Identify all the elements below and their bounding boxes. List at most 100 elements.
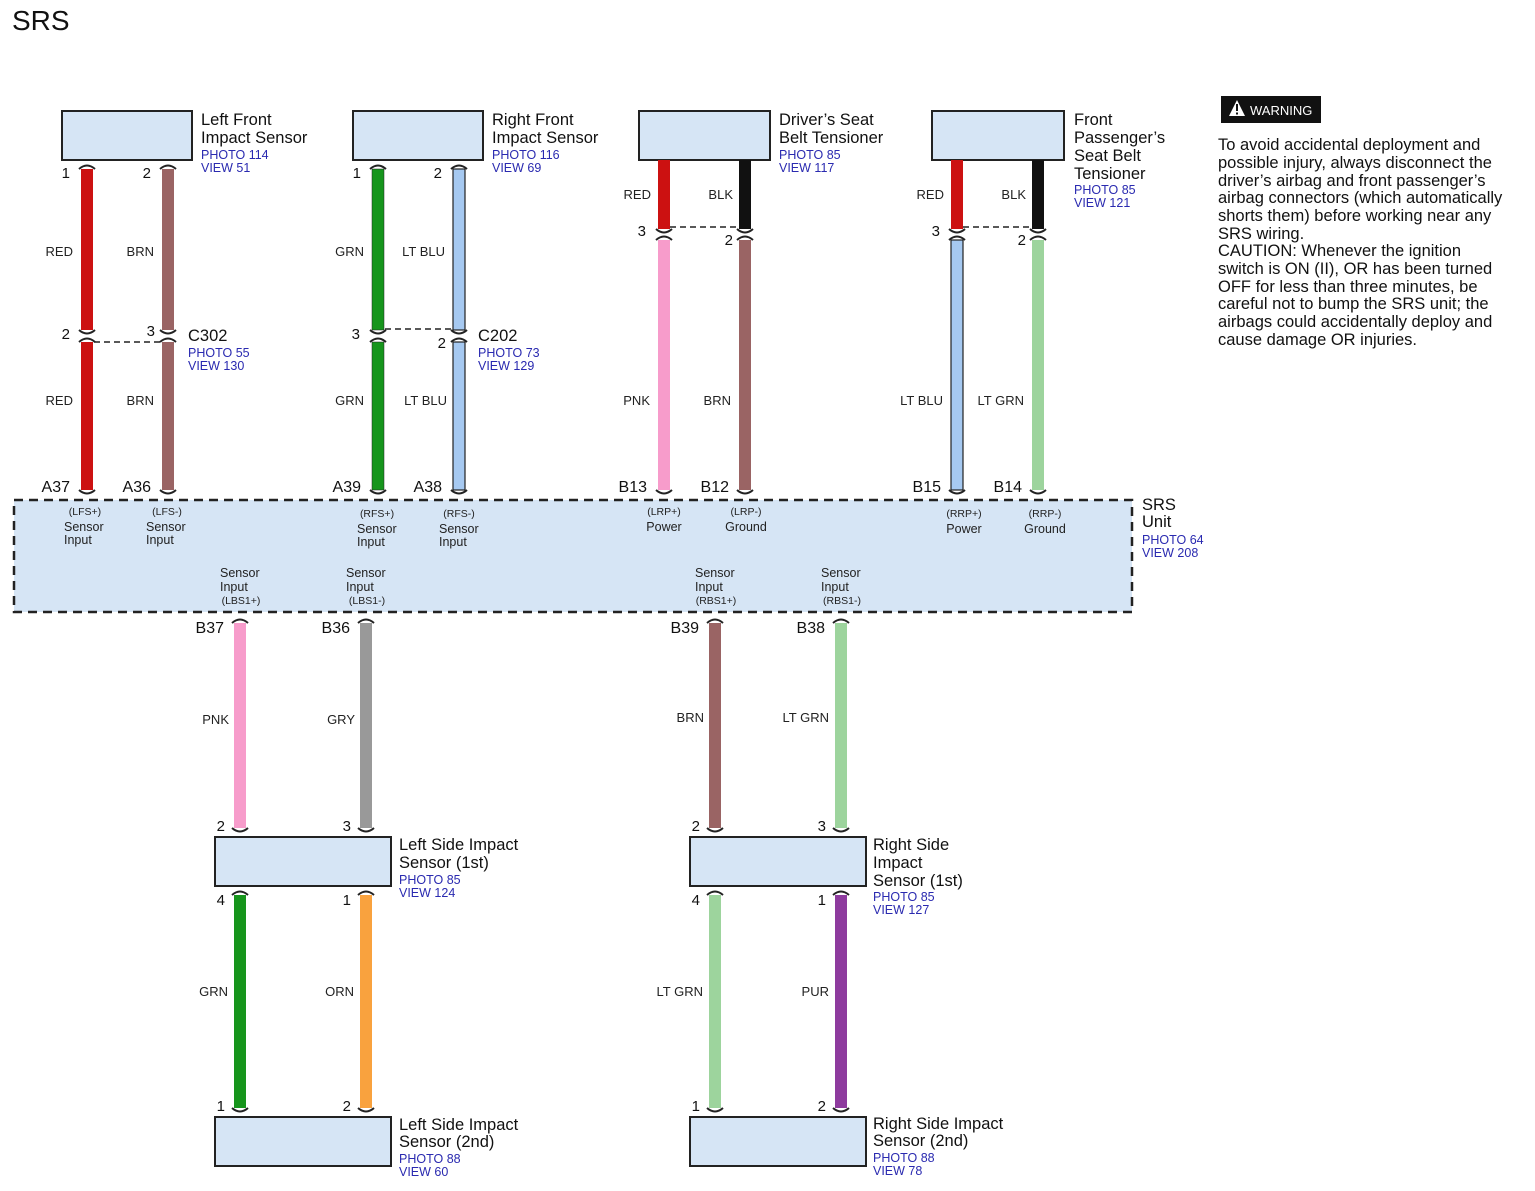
terminal-id: B36 [322, 620, 351, 637]
svg-text:Power: Power [946, 522, 981, 536]
pin-cap [231, 827, 249, 833]
wire-lfs-minus-upper [162, 169, 174, 330]
pin-number: 2 [725, 232, 733, 249]
svg-text:Sensor: Sensor [821, 566, 861, 580]
svg-text:airbag connectors (which autom: airbag connectors (which automatically [1218, 189, 1503, 207]
wire-color-label: RED [917, 187, 944, 202]
pin-cap [1029, 489, 1047, 495]
svg-text:Sensor (2nd): Sensor (2nd) [873, 1132, 968, 1150]
svg-text:possible injury, always discon: possible injury, always disconnect the [1218, 154, 1492, 172]
warning-icon [1229, 100, 1245, 116]
pin-cap [159, 164, 177, 170]
wire-color-label: BRN [677, 710, 704, 725]
wire-color-label: RED [624, 187, 651, 202]
svg-text:PHOTO 85: PHOTO 85 [399, 873, 461, 887]
svg-text:PHOTO 85: PHOTO 85 [873, 890, 935, 904]
svg-text:Input: Input [146, 533, 174, 547]
wire-rbs1-plus [709, 623, 721, 828]
wire-color-label: RED [46, 393, 73, 408]
wire-rrp-plus-lower [950, 239, 964, 491]
wire-color-label: LT BLU [900, 393, 943, 408]
svg-text:shorts them) before working ne: shorts them) before working near any [1218, 207, 1492, 225]
pin-cap [655, 235, 673, 241]
svg-text:(LBS1-): (LBS1-) [349, 595, 385, 607]
svg-text:Impact Sensor: Impact Sensor [492, 129, 599, 147]
left-side-impact-sensor-2nd-box [214, 1116, 392, 1167]
left-side-impact-sensor-1st-box [214, 836, 392, 887]
wire-color-label: LT BLU [402, 244, 445, 259]
wire-rfs-plus-lower [371, 341, 385, 491]
wire-color-label: BRN [127, 244, 154, 259]
terminal-descriptions: (LFS+) Sensor Input (LFS-) Sensor Input … [64, 506, 1066, 607]
pin-cap [832, 618, 850, 624]
pin-number: 2 [692, 818, 700, 835]
wire-rrp-minus-upper [1032, 160, 1044, 229]
pin-number: 1 [62, 165, 70, 182]
pin-number: 2 [62, 326, 70, 343]
pin-numbers: 1 2 1 2 2 3 3 2 3 2 3 2 2 3 2 3 4 1 4 1 … [62, 165, 1026, 1115]
svg-text:VIEW 117: VIEW 117 [779, 161, 834, 175]
svg-text:Passenger’s: Passenger’s [1074, 129, 1165, 147]
right-front-impact-sensor-label: Right Front Impact Sensor PHOTO 116 VIEW… [492, 111, 599, 175]
pin-number: 2 [434, 165, 442, 182]
svg-text:Left Side Impact: Left Side Impact [399, 836, 519, 854]
wire-lfs-plus-upper [81, 169, 93, 330]
svg-text:PHOTO 114: PHOTO 114 [201, 148, 269, 162]
svg-text:(LRP-): (LRP-) [731, 506, 762, 518]
driver-seat-belt-tensioner-label: Driver’s Seat Belt Tensioner PHOTO 85 VI… [779, 111, 884, 175]
pin-number: 1 [217, 1098, 225, 1115]
terminal-id: A37 [42, 479, 71, 496]
pin-cap [450, 329, 468, 335]
svg-text:Sensor: Sensor [357, 522, 397, 536]
svg-text:Unit: Unit [1142, 513, 1172, 531]
pin-cap [231, 1107, 249, 1113]
pin-cap [1029, 228, 1047, 234]
svg-text:VIEW 78: VIEW 78 [873, 1164, 922, 1178]
wire-color-label: LT GRN [657, 984, 703, 999]
svg-text:(RFS+): (RFS+) [360, 508, 394, 520]
wire-rbs2-a [709, 895, 721, 1108]
right-side-impact-sensor-1st-label: Right Side Impact Sensor (1st) PHOTO 85 … [873, 836, 963, 917]
connector-c202-label: C202 PHOTO 73 VIEW 129 [478, 327, 540, 373]
svg-text:(LRP+): (LRP+) [647, 506, 681, 518]
pin-number: 3 [343, 818, 351, 835]
driver-seat-belt-tensioner-box [638, 110, 771, 161]
pin-cap [706, 890, 724, 896]
pin-number: 2 [343, 1098, 351, 1115]
connector-c302-label: C302 PHOTO 55 VIEW 130 [188, 327, 250, 373]
pin-number: 3 [818, 818, 826, 835]
terminal-id: B12 [701, 479, 730, 496]
svg-text:To avoid accidental deployment: To avoid accidental deployment and [1218, 136, 1480, 154]
warning-panel: WARNING To avoid accidental deployment a… [1218, 96, 1503, 349]
pin-cap [231, 890, 249, 896]
wire-color-label: GRY [327, 712, 355, 727]
svg-text:(RBS1-): (RBS1-) [823, 595, 861, 607]
pin-cap [159, 489, 177, 495]
pin-cap [78, 164, 96, 170]
pin-cap [78, 337, 96, 343]
svg-text:Sensor: Sensor [146, 520, 186, 534]
terminal-id: B13 [619, 479, 648, 496]
terminal-id: A38 [414, 479, 443, 496]
svg-text:Sensor (1st): Sensor (1st) [399, 854, 489, 872]
wire-lbs1-minus [360, 623, 372, 828]
pin-cap [369, 337, 387, 343]
wire-rfs-minus-lower [452, 341, 466, 491]
svg-text:Input: Input [821, 580, 849, 594]
svg-text:Driver’s Seat: Driver’s Seat [779, 111, 874, 129]
pin-cap [832, 890, 850, 896]
terminal-id: B38 [797, 620, 826, 637]
page-title: SRS [12, 5, 70, 36]
pin-cap [369, 489, 387, 495]
pin-number: 3 [638, 223, 646, 240]
pin-cap [450, 337, 468, 343]
svg-text:VIEW 51: VIEW 51 [201, 161, 250, 175]
svg-text:Input: Input [346, 580, 374, 594]
warning-label: WARNING [1250, 103, 1312, 118]
svg-text:Sensor: Sensor [695, 566, 735, 580]
svg-text:(RRP+): (RRP+) [946, 508, 981, 520]
svg-text:Input: Input [357, 535, 385, 549]
wire-color-label: BLK [1001, 187, 1026, 202]
wire-rbs1-minus [835, 623, 847, 828]
